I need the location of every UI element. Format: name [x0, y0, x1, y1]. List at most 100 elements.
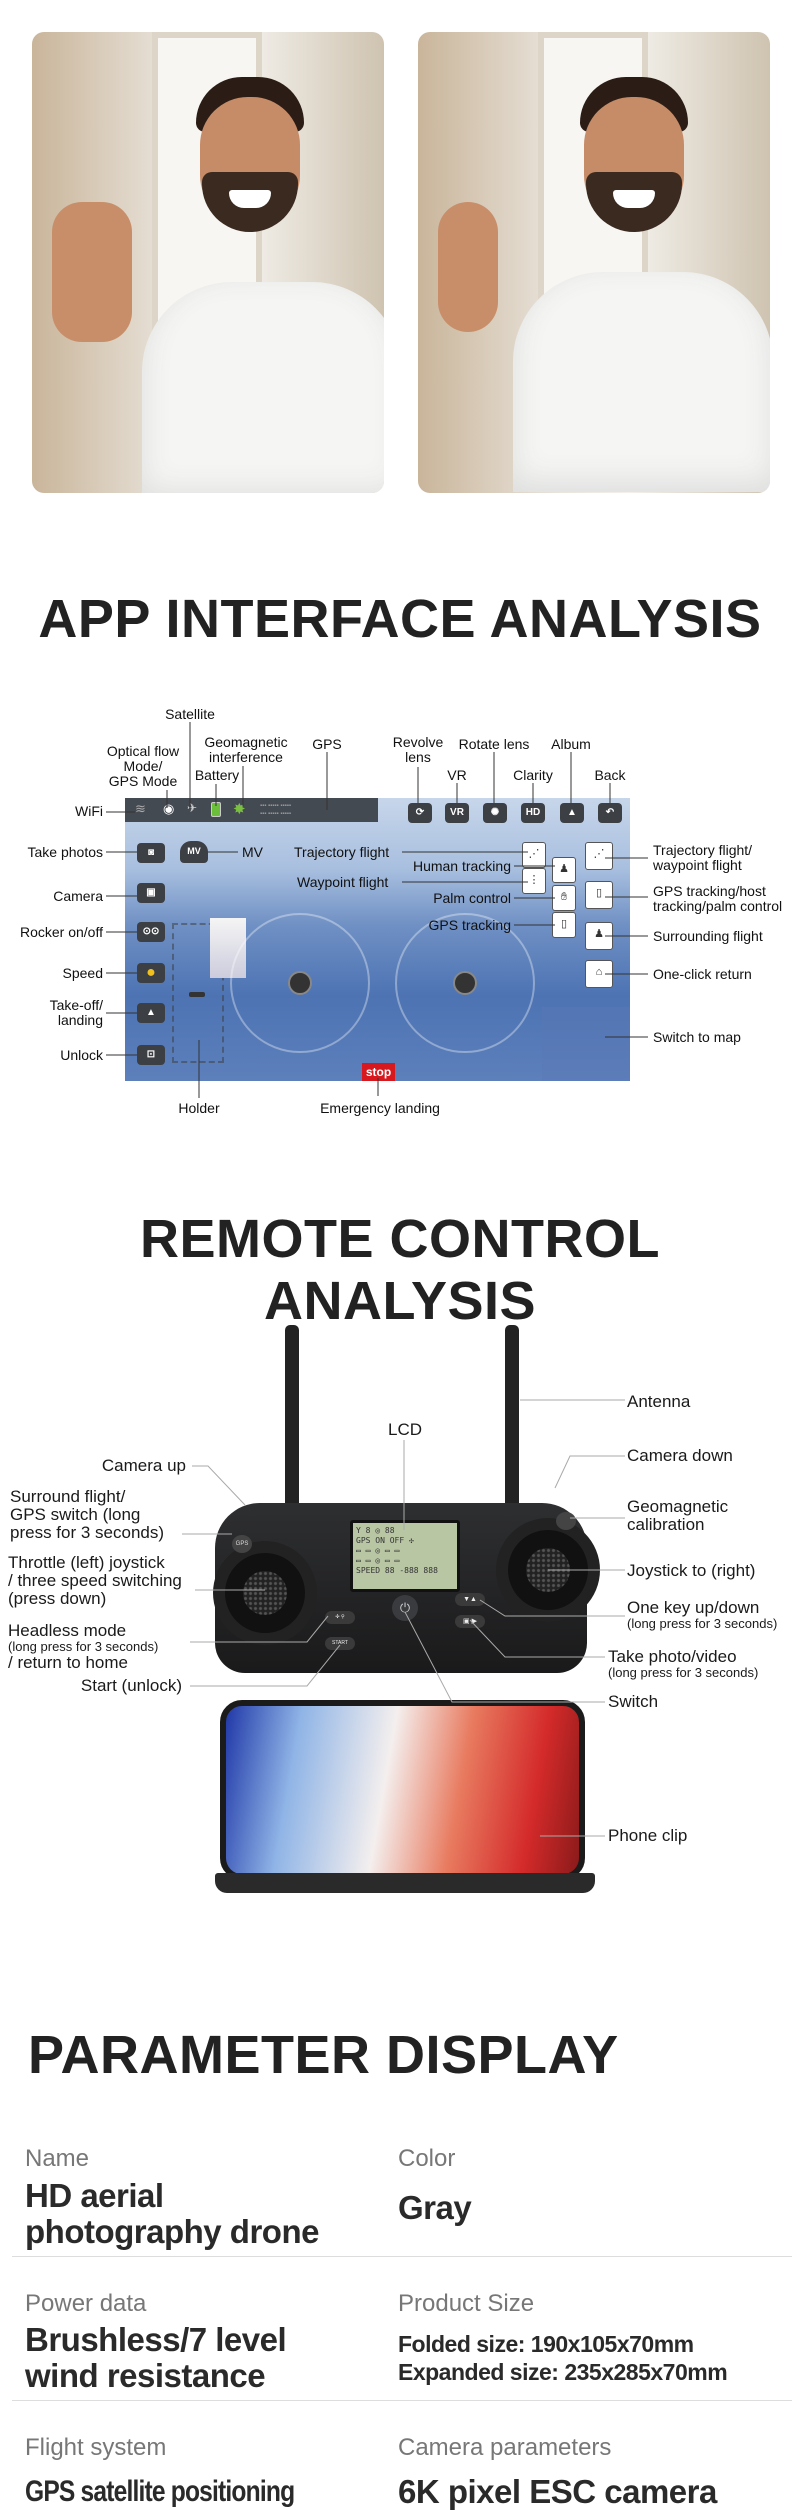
- map-thumbnail[interactable]: [542, 1007, 630, 1081]
- left-joystick-ring[interactable]: [230, 913, 370, 1053]
- label-emergency-landing: Emergency landing: [320, 1100, 440, 1116]
- label-back: Back: [594, 767, 626, 783]
- holder-handle[interactable]: [189, 992, 205, 997]
- trajectory-waypoint-icon[interactable]: ⋰: [585, 842, 613, 870]
- label-lcd: LCD: [388, 1420, 423, 1439]
- divider: [12, 2256, 792, 2257]
- album-icon[interactable]: ▲: [560, 803, 584, 823]
- wifi-icon: ≋: [135, 801, 146, 816]
- label-camera-up: Camera up: [101, 1456, 186, 1475]
- satellite-icon: ✈: [187, 801, 198, 815]
- photo-man-peace-sign: [418, 32, 770, 493]
- right-antenna: [505, 1325, 519, 1505]
- photo-video-button[interactable]: ▣ ▶: [455, 1615, 485, 1628]
- label-antenna: Antenna: [627, 1392, 691, 1411]
- shirt: [513, 272, 770, 492]
- left-joystick-cap[interactable]: [243, 1571, 287, 1615]
- label-switch-to-map: Switch to map: [653, 1029, 741, 1045]
- param-label-name: Name: [25, 2145, 90, 2172]
- photo-man-waving: [32, 32, 384, 493]
- label-camera: Camera: [53, 888, 103, 904]
- palm-control-icon[interactable]: ✋︎: [552, 885, 576, 911]
- waypoint-flight-icon[interactable]: ⋮: [522, 868, 546, 894]
- geomagnetic-icon: ✸: [233, 801, 246, 818]
- speed-icon[interactable]: ●: [137, 963, 165, 983]
- take-photo-icon[interactable]: ◙: [137, 843, 165, 863]
- param-label-size: Product Size: [398, 2290, 535, 2317]
- label-take-photo-video: Take photo/video(long press for 3 second…: [608, 1647, 759, 1680]
- shirt: [142, 282, 384, 493]
- headless-button[interactable]: ✣ ⚲: [325, 1611, 355, 1624]
- label-takeoff-landing: Take-off/landing: [49, 997, 103, 1028]
- one-click-return-icon[interactable]: ⌂: [585, 960, 613, 988]
- rotate-lens-icon[interactable]: ✺: [483, 803, 507, 823]
- label-clarity: Clarity: [513, 767, 553, 783]
- app-screen: ≋ ◉ ✈ ✸ ▪▪▪ ▪▪▪▪▪ ▪▪▪▪▪▪▪▪ ▪▪▪▪▪ ▪▪▪▪▪ ⟳…: [125, 798, 630, 1081]
- unlock-icon[interactable]: ⊡: [137, 1045, 165, 1065]
- label-throttle-joystick: Throttle (left) joystick/ three speed sw…: [8, 1553, 182, 1608]
- holder-slider[interactable]: [172, 923, 224, 1063]
- mv-button[interactable]: MV: [180, 841, 208, 863]
- revolve-lens-icon[interactable]: ⟳: [408, 803, 432, 823]
- label-rocker: Rocker on/off: [19, 924, 103, 940]
- status-bar: ≋ ◉ ✈ ✸ ▪▪▪ ▪▪▪▪▪ ▪▪▪▪▪▪▪▪ ▪▪▪▪▪ ▪▪▪▪▪: [125, 798, 378, 822]
- left-joystick[interactable]: [288, 971, 312, 995]
- telemetry-readout: ▪▪▪ ▪▪▪▪▪ ▪▪▪▪▪▪▪▪ ▪▪▪▪▪ ▪▪▪▪▪: [260, 803, 291, 817]
- start-button[interactable]: START: [325, 1637, 355, 1650]
- label-unlock: Unlock: [60, 1047, 103, 1063]
- right-joystick-cap[interactable]: [526, 1548, 570, 1592]
- label-waypoint-flight: Waypoint flight: [297, 874, 389, 890]
- right-joystick-ring[interactable]: [395, 913, 535, 1053]
- param-label-flight-system: Flight system: [25, 2434, 167, 2461]
- gps-mode-icon: ◉: [163, 801, 175, 816]
- label-vr: VR: [447, 767, 467, 783]
- takeoff-landing-icon[interactable]: ▲: [137, 1003, 165, 1023]
- power-switch-icon[interactable]: ⏻: [392, 1595, 418, 1621]
- back-icon[interactable]: ↶: [598, 803, 622, 823]
- param-label-color: Color: [398, 2145, 456, 2172]
- label-human-tracking: Human tracking: [412, 858, 511, 874]
- label-gps: GPS: [312, 736, 342, 752]
- param-label-camera: Camera parameters: [398, 2434, 612, 2461]
- label-wifi: WiFi: [75, 803, 103, 819]
- battery-icon: [211, 802, 221, 817]
- stop-button[interactable]: stop: [362, 1063, 395, 1081]
- left-antenna: [285, 1325, 299, 1505]
- right-joystick[interactable]: [453, 971, 477, 995]
- left-joystick-stick[interactable]: [225, 1553, 305, 1633]
- one-key-up-down-button[interactable]: ▼▲: [455, 1593, 485, 1606]
- gps-host-palm-icon[interactable]: ▯: [585, 881, 613, 909]
- app-interface-title: APP INTERFACE ANALYSIS: [38, 589, 762, 649]
- label-album: Album: [551, 736, 591, 752]
- label-headless-mode: Headless mode(long press for 3 seconds)/…: [8, 1621, 159, 1672]
- right-joystick-stick[interactable]: [508, 1530, 588, 1610]
- label-satellite: Satellite: [165, 706, 215, 722]
- gps-tracking-icon[interactable]: ▯: [552, 912, 576, 938]
- gps-button[interactable]: GPS: [232, 1535, 252, 1553]
- peace-hand: [438, 202, 498, 332]
- label-mv: MV: [242, 844, 263, 860]
- rocker-icon[interactable]: ⊙⊙: [137, 922, 165, 942]
- trajectory-flight-icon[interactable]: ⋰: [522, 842, 546, 868]
- label-holder: Holder: [178, 1100, 220, 1116]
- parameter-display-title: PARAMETER DISPLAY: [28, 2025, 619, 2085]
- camera-switch-icon[interactable]: ▣: [137, 883, 165, 903]
- vr-button[interactable]: VR: [445, 803, 469, 823]
- clarity-hd-button[interactable]: HD: [521, 803, 545, 823]
- label-switch: Switch: [608, 1692, 659, 1711]
- surrounding-flight-icon[interactable]: ♟: [585, 922, 613, 950]
- label-one-key-up-down: One key up/down(long press for 3 seconds…: [627, 1598, 778, 1631]
- label-camera-down: Camera down: [627, 1446, 733, 1465]
- label-one-click-return: One-click return: [653, 966, 752, 982]
- geomagnetic-calibration-button[interactable]: [556, 1512, 576, 1530]
- human-tracking-icon[interactable]: ♟: [552, 857, 576, 883]
- param-value-camera: 6K pixel ESC camera: [398, 2473, 717, 2510]
